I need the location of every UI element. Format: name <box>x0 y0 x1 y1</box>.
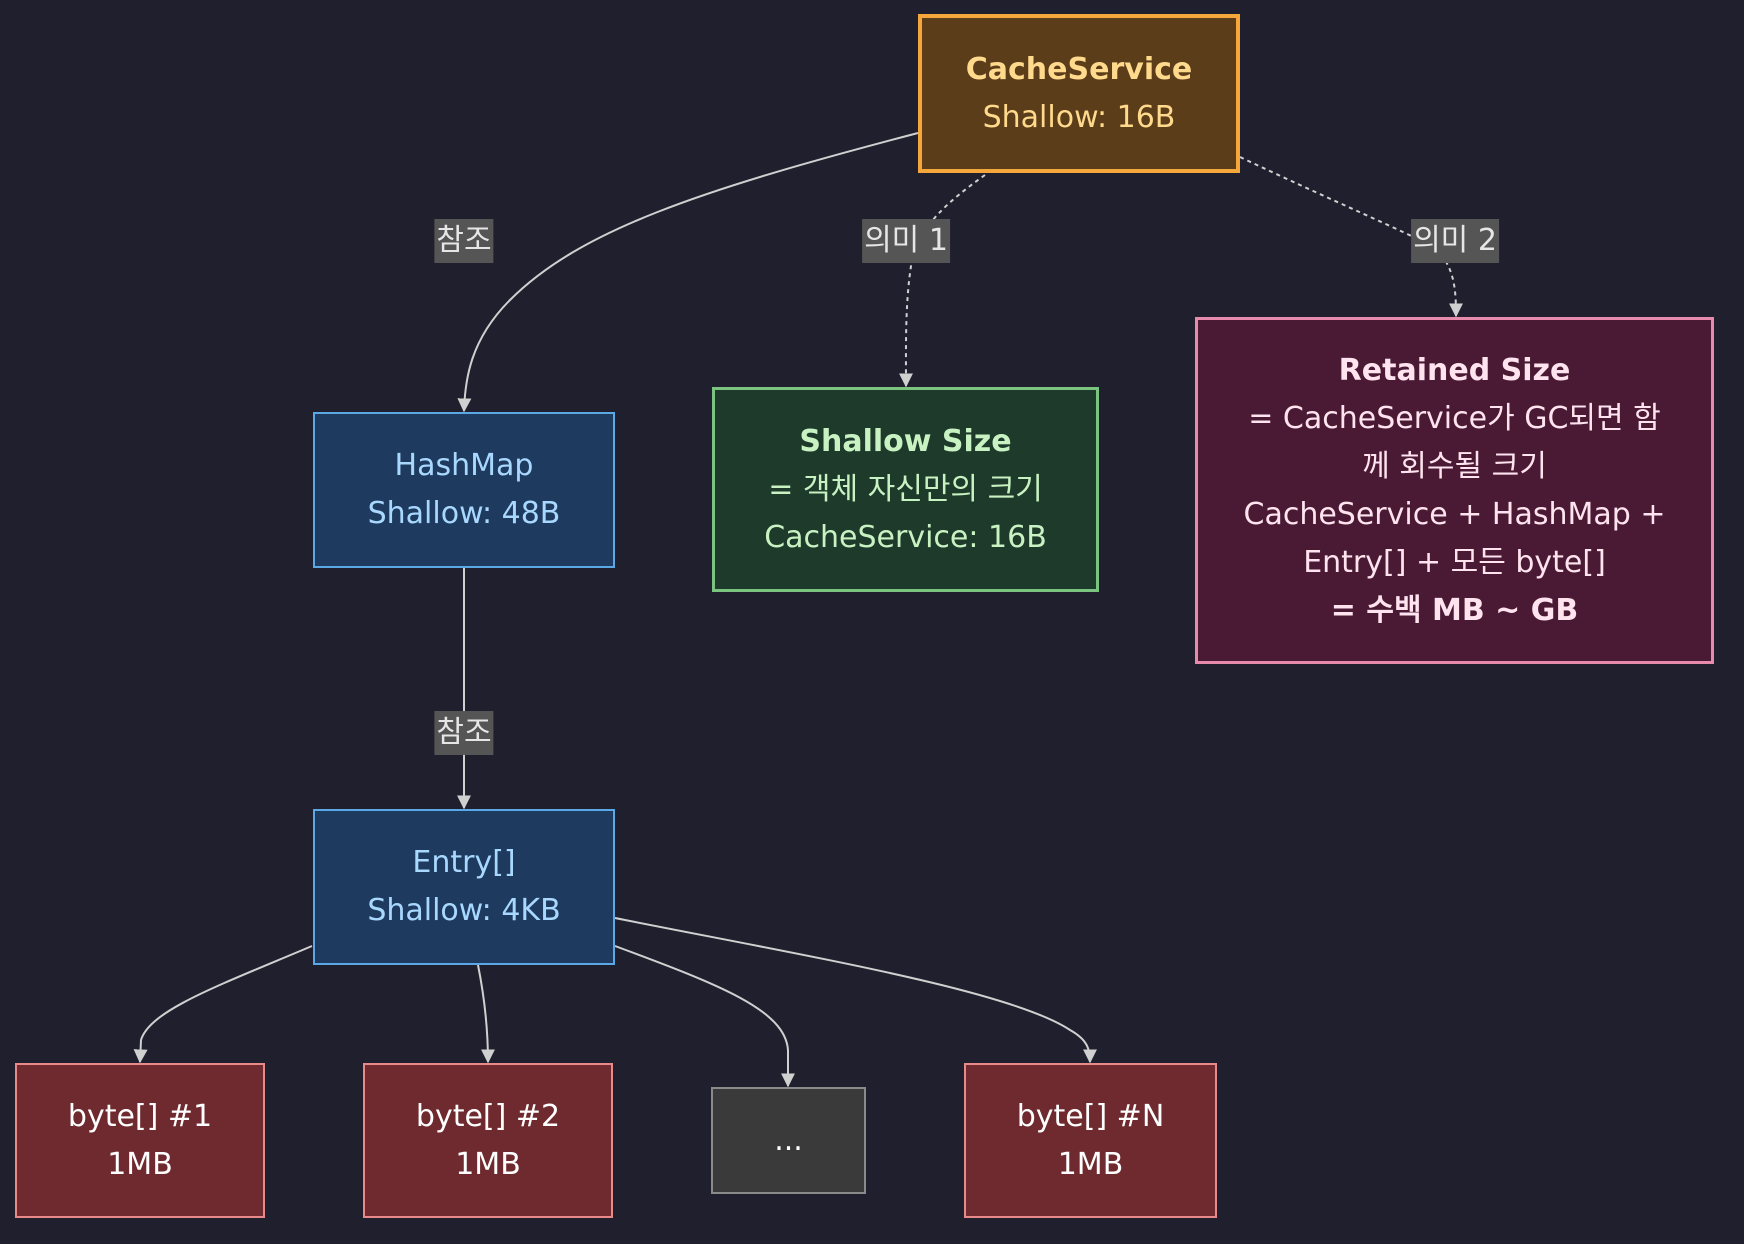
entry-array-node: Entry[] Shallow: 4KB <box>313 809 615 965</box>
node-detail: = 수백 MB ~ GB <box>1330 592 1579 628</box>
node-detail: Shallow: 16B <box>982 99 1176 135</box>
node-detail: = 객체 자신만의 크기 <box>768 471 1043 507</box>
node-title: byte[] #1 <box>67 1098 213 1134</box>
node-title: Shallow Size <box>799 423 1012 459</box>
node-title: CacheService <box>965 51 1193 87</box>
edge-entry-byteN <box>614 917 1097 1064</box>
edge-cacheservice-hashmap <box>457 132 919 413</box>
node-title: byte[] #2 <box>415 1098 561 1134</box>
edge-entry-byte2 <box>477 964 495 1064</box>
node-detail: 1MB <box>107 1146 173 1182</box>
node-title: Entry[] <box>412 845 516 880</box>
node-title: HashMap <box>394 448 534 483</box>
ellipsis-node: ... <box>711 1087 866 1194</box>
byte-array-2-node: byte[] #2 1MB <box>363 1063 613 1218</box>
node-detail: CacheService: 16B <box>764 519 1047 555</box>
edge-cacheservice-shallow-size <box>898 174 986 388</box>
edge-label-reference-2: 참조 <box>434 711 494 755</box>
byte-array-n-node: byte[] #N 1MB <box>964 1063 1217 1218</box>
hashmap-node: HashMap Shallow: 48B <box>313 412 615 568</box>
node-detail: 1MB <box>455 1146 521 1182</box>
node-detail: CacheService + HashMap + <box>1243 496 1666 532</box>
edge-label-reference-1: 참조 <box>434 219 494 263</box>
node-detail: = CacheService가 GC되면 함 <box>1248 400 1661 436</box>
node-title: ... <box>774 1122 803 1158</box>
edge-entry-ellipsis <box>614 945 795 1088</box>
node-detail: Entry[] + 모든 byte[] <box>1303 544 1606 580</box>
node-title: byte[] #N <box>1016 1098 1165 1134</box>
cacheservice-node: CacheService Shallow: 16B <box>918 14 1240 173</box>
node-detail: 1MB <box>1057 1146 1124 1182</box>
node-detail: Shallow: 48B <box>367 496 561 531</box>
node-title: Retained Size <box>1338 352 1571 388</box>
node-detail: Shallow: 4KB <box>367 893 561 928</box>
edge-label-meaning-2: 의미 2 <box>1411 219 1499 263</box>
retained-size-node: Retained Size = CacheService가 GC되면 함 께 회… <box>1195 317 1714 664</box>
edge-entry-byte1 <box>133 945 313 1064</box>
byte-array-1-node: byte[] #1 1MB <box>15 1063 265 1218</box>
node-detail: 께 회수될 크기 <box>1362 448 1547 484</box>
edge-label-meaning-1: 의미 1 <box>862 219 950 263</box>
shallow-size-node: Shallow Size = 객체 자신만의 크기 CacheService: … <box>712 387 1099 592</box>
